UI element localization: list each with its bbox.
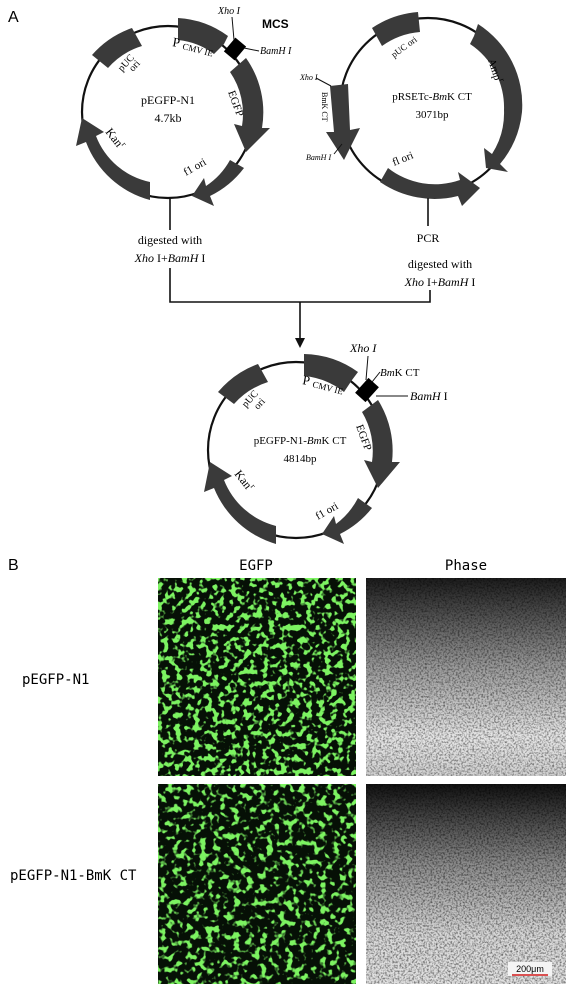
bam-site-pointer xyxy=(243,47,260,52)
left-step-line1: digested with xyxy=(138,233,202,247)
f1-ori-label: f1 ori xyxy=(314,500,341,522)
kan-label: Kanr xyxy=(232,467,258,494)
cmv-promoter-arrow xyxy=(178,18,228,54)
workflow: digested with Xho I+BamH I PCR digested … xyxy=(134,198,476,348)
phase-image-row1 xyxy=(366,578,566,776)
egfp-arrow xyxy=(362,400,400,488)
bmk-ct-insert-box xyxy=(355,377,379,403)
xho-site-pointer xyxy=(365,355,369,381)
column-header-phase: Phase xyxy=(445,558,487,574)
scale-bar-label: 200μm xyxy=(516,964,544,974)
plasmid-pegfp-n1-bmk-ct: pUC ori P CMV IE EGFP Kanr f1 ori pEGFP-… xyxy=(204,341,448,544)
bam-site-label: BamH I xyxy=(410,389,448,403)
bam-site-label: BamH I xyxy=(260,46,292,57)
f1-ori-arrow xyxy=(380,168,480,206)
puc-ori-block xyxy=(372,12,420,46)
panel-b-label: B xyxy=(8,557,19,574)
right-step-line1: digested with xyxy=(408,257,472,271)
row-label-pegfp-n1: pEGFP-N1 xyxy=(22,672,89,688)
plasmid-pegfp-n1: pUC ori P CMV IE EGFP Kanr f1 ori pEGFP-… xyxy=(76,6,292,206)
f1-ori-label: fl ori xyxy=(391,150,416,169)
plasmid-name: pEGFP-N1 xyxy=(141,93,195,107)
cmv-p-label: P xyxy=(301,372,311,388)
merge-lines xyxy=(169,268,431,303)
xho-site-pointer xyxy=(231,16,235,41)
panel-a-label: A xyxy=(8,9,19,26)
plasmid-prsetc-bmk-ct: pUC ori Ampr BmK CT fl ori pRSETc-BmK CT… xyxy=(299,12,523,206)
puc-ori-block xyxy=(218,364,268,404)
plasmid-name: pRSETc-BmK CT xyxy=(392,91,472,103)
amp-arrow xyxy=(470,24,523,172)
bmk-ct-site-pointer xyxy=(371,371,381,383)
egfp-arrow xyxy=(230,58,270,152)
kan-arrow xyxy=(76,118,150,200)
f1-ori-arrow xyxy=(192,160,244,206)
column-header-egfp: EGFP xyxy=(239,558,273,574)
plasmid-name: pEGFP-N1-BmK CT xyxy=(254,435,347,447)
phase-image-row2: 200μm xyxy=(366,784,566,984)
kan-arrow xyxy=(204,462,276,544)
puc-ori-block xyxy=(92,28,142,68)
bam-site-label: BamH I xyxy=(306,153,331,162)
bmk-ct-site-label: BmK CT xyxy=(380,367,420,379)
merge-arrowhead xyxy=(295,338,305,348)
mcs-label: MCS xyxy=(262,17,289,31)
feature-arrows xyxy=(76,18,270,206)
bmk-ct-arrow xyxy=(326,84,360,160)
f1-ori-arrow xyxy=(322,498,372,544)
plasmid-size: 4814bp xyxy=(284,453,318,465)
xho-site-label: Xho I xyxy=(217,6,241,17)
xho-site-label: Xho I xyxy=(349,341,377,355)
pcr-label: PCR xyxy=(417,231,440,245)
row-label-pegfp-n1-bmk-ct: pEGFP-N1-BmK CT xyxy=(10,868,137,884)
right-step-line2: Xho I+BamH I xyxy=(404,275,476,289)
plasmid-size: 4.7kb xyxy=(155,111,182,125)
left-step-line2: Xho I+BamH I xyxy=(134,251,206,265)
xho-site-pointer xyxy=(315,77,332,87)
mcs-box xyxy=(223,37,247,61)
kan-label: Kanr xyxy=(103,125,129,152)
plasmid-size: 3071bp xyxy=(416,109,450,121)
cmv-promoter-arrow xyxy=(304,354,358,392)
egfp-image-row1 xyxy=(158,578,356,776)
egfp-image-row2 xyxy=(158,784,356,984)
bmk-ct-label: BmK CT xyxy=(320,92,329,122)
cmv-p-label: P xyxy=(171,34,181,50)
xho-site-label: Xho I xyxy=(299,73,318,82)
scale-bar-background xyxy=(508,962,552,976)
f1-ori-label: f1 ori xyxy=(182,156,209,178)
bam-site-pointer xyxy=(333,143,343,155)
